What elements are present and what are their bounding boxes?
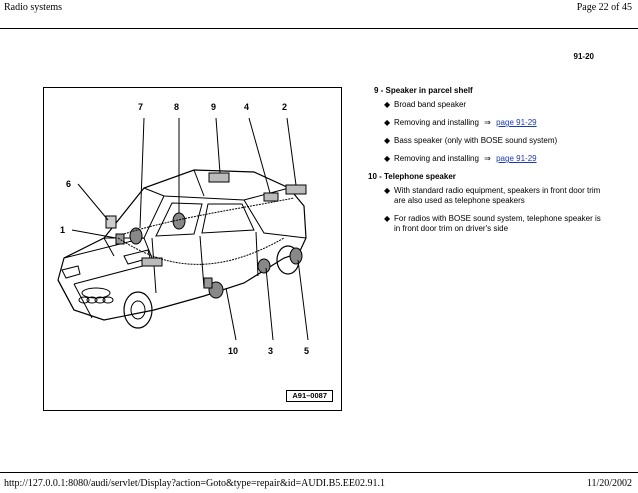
- callout-1: 1: [60, 225, 65, 235]
- legend-title-10: 10 - Telephone speaker: [368, 172, 456, 181]
- car-speaker-diagram: 7 8 9 4 2 6 1 10 3 5 A91–0087: [43, 87, 342, 411]
- callout-10: 10: [228, 346, 238, 356]
- page-link[interactable]: page 91-29: [496, 118, 537, 127]
- callout-2: 2: [282, 102, 287, 112]
- page-indicator: Page 22 of 45: [576, 2, 632, 13]
- footer-rule: [0, 472, 638, 473]
- legend-item: ◆ With standard radio equipment, speaker…: [384, 186, 601, 205]
- bullet-diamond-icon: ◆: [384, 154, 391, 163]
- bullet-diamond-icon: ◆: [384, 214, 391, 223]
- bullet-diamond-icon: ◆: [384, 118, 391, 127]
- footer-url: http://127.0.0.1:8080/audi/servlet/Displ…: [4, 478, 386, 489]
- document-title: Radio systems: [4, 2, 63, 13]
- legend-item: ◆ Removing and installing ⇒ page 91-29: [384, 154, 537, 163]
- callout-4: 4: [244, 102, 249, 112]
- bullet-diamond-icon: ◆: [384, 136, 391, 145]
- doc-number: 91-20: [573, 52, 594, 61]
- bullet-diamond-icon: ◆: [384, 186, 391, 195]
- callout-8: 8: [174, 102, 179, 112]
- legend-item: ◆ For radios with BOSE sound system, tel…: [384, 214, 601, 233]
- legend-title-9: 9 - Speaker in parcel shelf: [374, 86, 473, 95]
- bullet-diamond-icon: ◆: [384, 100, 391, 109]
- callout-6: 6: [66, 179, 71, 189]
- car-illustration: 7 8 9 4 2 6 1 10 3 5: [57, 102, 309, 356]
- legend-item: ◆ Bass speaker (only with BOSE sound sys…: [384, 136, 558, 145]
- callout-3: 3: [268, 346, 273, 356]
- header-rule: [0, 28, 638, 29]
- callout-7: 7: [138, 102, 143, 112]
- right-arrow-icon: ⇒: [484, 118, 491, 127]
- legend-item: ◆ Removing and installing ⇒ page 91-29: [384, 118, 537, 127]
- footer-date: 11/20/2002: [586, 478, 632, 489]
- right-arrow-icon: ⇒: [484, 154, 491, 163]
- page-link[interactable]: page 91-29: [496, 154, 537, 163]
- callout-5: 5: [304, 346, 309, 356]
- legend-item: ◆ Broad band speaker: [384, 100, 467, 109]
- legend: 9 - Speaker in parcel shelf ◆ Broad band…: [366, 86, 606, 242]
- figure-reference: A91–0087: [286, 390, 333, 402]
- callout-9: 9: [211, 102, 216, 112]
